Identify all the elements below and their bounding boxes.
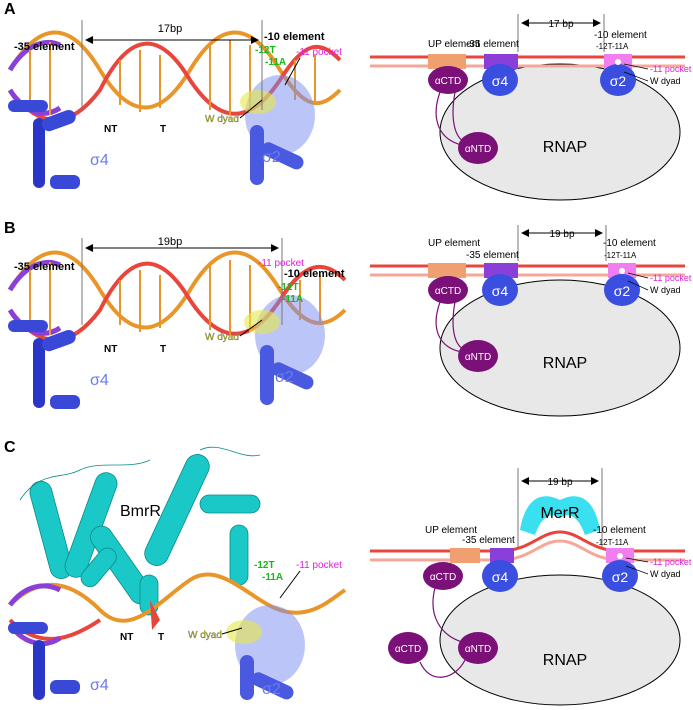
t-label: T xyxy=(160,124,166,135)
m11a-label: -11A xyxy=(262,572,283,583)
wdyad-label: W dyad xyxy=(188,630,222,641)
panel-b: B xyxy=(4,220,692,417)
svg-text:σ4: σ4 xyxy=(492,73,509,89)
antd xyxy=(458,132,498,164)
rnap-label: RNAP xyxy=(543,652,587,669)
schematic-a: 17 bp UP element -35 element -10 element… xyxy=(370,14,692,201)
up-element-box xyxy=(428,54,466,69)
spacer-bp: 17 bp xyxy=(548,19,573,30)
nt-label: NT xyxy=(104,344,117,355)
panel-a: A xyxy=(4,1,692,201)
minus35-label: -35 element xyxy=(466,250,519,261)
nt-label: NT xyxy=(104,124,117,135)
actd: αCTD xyxy=(435,286,461,297)
svg-text:αCTD: αCTD xyxy=(435,76,461,87)
sigma2-node: σ2 xyxy=(612,569,629,585)
m12t-label: -12T xyxy=(278,282,299,293)
structure-c: BmrR -12T -11A -11 pocket NT T W dyad σ4… xyxy=(8,446,347,700)
minus35-label: -35 element xyxy=(14,41,75,53)
minus35-label: -35 element xyxy=(14,261,75,273)
minus10-label: -10 element xyxy=(593,525,646,536)
minus10-label: -10 element xyxy=(284,268,345,280)
bmrr-label: BmrR xyxy=(120,503,161,520)
pocket-label: -11 pocket xyxy=(296,47,342,58)
pocket-label: -11 pocket xyxy=(650,64,692,74)
rnap xyxy=(439,574,681,706)
sigma4-node xyxy=(482,64,518,96)
spacer-bp: 19 bp xyxy=(549,229,574,240)
sigma2-domain xyxy=(226,605,305,700)
spacer-length: 17bp xyxy=(158,23,182,35)
wdyad-label: W dyad xyxy=(205,332,239,343)
sigma4-node: σ4 xyxy=(492,283,509,299)
m11a-label: -11A xyxy=(265,57,286,68)
structure-a: 17bp -35 element -10 element -12T -11A -… xyxy=(7,20,342,189)
minus35-label: -35 element xyxy=(462,535,515,546)
sigma4-domain xyxy=(8,320,80,409)
structure-b: 19bp -35 element -10 element -12T -11A -… xyxy=(7,236,347,409)
sigma4-label: σ4 xyxy=(90,677,109,694)
panel-letter: A xyxy=(4,1,16,18)
sigma4-label: σ4 xyxy=(90,152,109,169)
sigma2-domain xyxy=(240,75,315,185)
actd: αCTD xyxy=(430,572,456,583)
m12m11-label: -12T-11A xyxy=(596,42,629,51)
panel-c: C xyxy=(4,439,692,706)
schematic-c: 19 bp MerR UP element -35 element -10 el… xyxy=(370,468,692,706)
pocket-label: -11 pocket xyxy=(296,560,342,571)
sigma4-node: σ4 xyxy=(492,569,509,585)
sigma2-domain xyxy=(244,295,325,405)
merr-label: MerR xyxy=(540,505,579,522)
actd-free: αCTD xyxy=(395,644,421,655)
minus10-label: -10 element xyxy=(594,30,647,41)
rnap xyxy=(439,279,681,417)
m11a-label: -11A xyxy=(282,294,303,305)
sigma2-label: σ2 xyxy=(275,369,294,386)
sigma2-label: σ2 xyxy=(262,681,281,698)
minus10-label: -10 element xyxy=(264,31,325,43)
sigma4-label: σ4 xyxy=(90,372,109,389)
t-label: T xyxy=(158,632,164,643)
panel-letter: B xyxy=(4,220,16,237)
schematic-b: 19 bp UP element -35 element -10 element… xyxy=(370,225,692,417)
sigma2-label: σ2 xyxy=(262,149,281,166)
wdyad-label: W dyad xyxy=(650,76,681,86)
t-label: T xyxy=(160,344,166,355)
m12t-label: -12T xyxy=(254,560,275,571)
m12m11-label: -12T-11A xyxy=(596,538,629,547)
minus35-label: -35 element xyxy=(466,39,519,50)
merr-protein xyxy=(520,496,600,535)
rnap-label: RNAP xyxy=(543,139,587,156)
actd xyxy=(428,66,468,94)
antd: αNTD xyxy=(465,644,491,655)
sigma4-domain xyxy=(8,100,80,189)
svg-text:σ2: σ2 xyxy=(610,73,627,89)
sigma2-node xyxy=(600,64,636,96)
panel-letter: C xyxy=(4,439,16,456)
sigma4-domain xyxy=(8,622,80,700)
bmrr-protein xyxy=(19,446,261,616)
pocket-label: -11 pocket xyxy=(650,557,692,567)
m12m11-label: -12T-11A xyxy=(604,251,637,260)
wdyad-label: W dyad xyxy=(650,285,681,295)
minus10-label: -10 element xyxy=(603,238,656,249)
antd: αNTD xyxy=(465,352,491,363)
minus35-box xyxy=(484,54,518,69)
rnap xyxy=(439,63,681,201)
up-element-label: UP element xyxy=(428,39,480,50)
wdyad-label: W dyad xyxy=(650,569,681,579)
svg-text:αNTD: αNTD xyxy=(465,144,491,155)
spacer-length: 19bp xyxy=(158,236,182,248)
pocket-label: -11 pocket xyxy=(258,258,304,269)
m12t-label: -12T xyxy=(255,45,276,56)
sigma2-node: σ2 xyxy=(614,283,631,299)
rnap-label: RNAP xyxy=(543,355,587,372)
pocket-label: -11 pocket xyxy=(650,273,692,283)
spacer-bp: 19 bp xyxy=(547,477,572,488)
wdyad-label: W dyad xyxy=(205,114,239,125)
up-element-label: UP element xyxy=(425,525,477,536)
up-element-label: UP element xyxy=(428,238,480,249)
nt-label: NT xyxy=(120,632,133,643)
